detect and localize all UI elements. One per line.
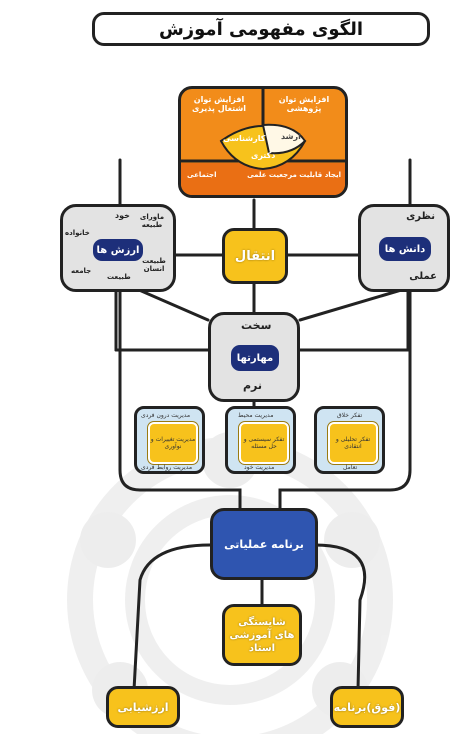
skills-soft-label: نرم [243,379,263,392]
sub-card-1-top: مدیریت درون فردی [141,412,191,419]
sub-card-3: تفکر خلاق تفکر تحلیلی و انتقادی تعامل [314,406,385,474]
sub-card-2-bottom: مدیریت خود [244,464,275,471]
skills-block: سخت مهارتها نرم [208,312,300,402]
values-center: ارزش ها [93,239,143,261]
knowledge-theory-label: نظری [406,211,435,222]
value-nature: طبیعت [107,273,131,281]
evaluation-box: ارزشیابی [106,686,180,728]
sub-card-2-top: مدیریت محیط [238,412,274,419]
top-cell-research: افزایش توان پژوهشی [278,95,330,113]
sub-card-2-center: تفکر سیستمی و حل مسئله [239,422,289,464]
extra-curricular-box: (فوق)برنامه [330,686,404,728]
value-family: خانواده [65,229,90,237]
page-title: الگوی مفهومی آموزش [92,12,430,46]
sub-card-2: مدیریت محیط تفکر سیستمی و حل مسئله مدیری… [225,406,296,474]
skills-hard-label: سخت [241,319,272,332]
sub-card-1-center: مدیریت تغییرات و نوآوری [148,422,198,464]
top-outcomes-block: افزایش توان اشتغال پذیری افزایش توان پژو… [178,86,348,198]
sub-card-3-top: تفکر خلاق [337,412,363,419]
sub-card-3-center: تفکر تحلیلی و انتقادی [328,422,378,464]
knowledge-block: نظری دانش ها عملی [358,204,450,292]
operational-program-box: برنامه عملیاتی [210,508,318,580]
top-cell-doctorate: دکتری [251,151,276,160]
sub-card-3-bottom: تعامل [343,464,358,471]
top-cell-social: اجتماعی [187,171,217,179]
knowledge-center: دانش ها [379,237,431,261]
sub-card-1-bottom: مدیریت روابط فردی [141,464,193,471]
values-block: خود ماورای طبیعه خانواده جامعه طبیعت انس… [60,204,176,292]
knowledge-practice-label: عملی [409,271,437,282]
top-cell-master: ارشد [281,132,301,141]
value-human-nature: طبیعت انسان [142,257,166,273]
value-metaphysics: ماورای طبیعه [139,213,165,229]
top-cell-employability: افزایش توان اشتغال پذیری [191,95,247,113]
value-society: جامعه [71,267,92,275]
teaching-competencies-box: شایستگی های آموزشی استاد [222,604,302,666]
top-cell-bachelor: کارشناسی [223,134,266,143]
top-cell-scientific-authority: ایجاد قابلیت مرجعیت علمی [247,171,341,179]
top-block-divider [181,89,345,171]
skills-center: مهارتها [231,345,279,371]
transfer-box: انتقال [222,228,288,284]
value-self: خود [115,211,130,220]
sub-card-1: مدیریت درون فردی مدیریت تغییرات و نوآوری… [134,406,205,474]
